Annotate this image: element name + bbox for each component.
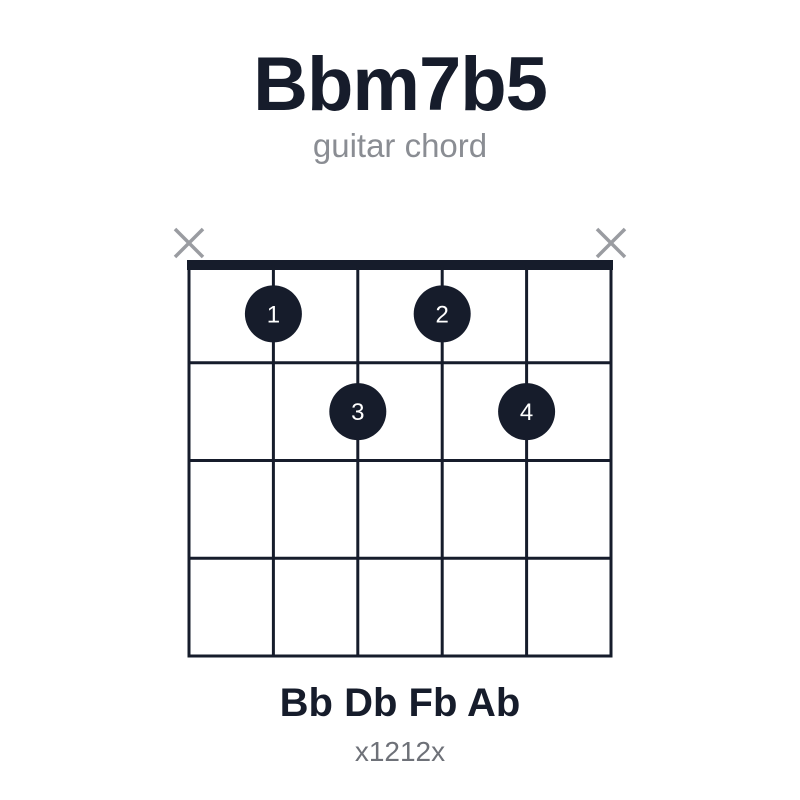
finger-dot-circle: [329, 383, 387, 441]
finger-number: 4: [520, 399, 533, 426]
finger-number: 1: [267, 301, 280, 328]
finger-dot: 3: [329, 383, 387, 441]
muted-string-icon: [173, 227, 205, 259]
finger-dot-circle: [498, 383, 556, 441]
chord-subtitle: guitar chord: [312, 127, 488, 164]
muted-string-icon: [595, 227, 627, 259]
chord-title: Bbm7b5: [253, 42, 548, 127]
finger-dot-circle: [413, 285, 471, 343]
muted-markers: [173, 227, 627, 259]
finger-number: 3: [351, 399, 364, 426]
finger-dot: 2: [413, 285, 471, 343]
chord-fingering: x1212x: [354, 736, 446, 767]
nut: [187, 260, 613, 270]
finger-dot-circle: [244, 285, 302, 343]
finger-dot: 4: [498, 383, 556, 441]
chord-notes: Bb Db Fb Ab: [279, 681, 521, 725]
finger-dot: 1: [244, 285, 302, 343]
finger-number: 2: [436, 301, 449, 328]
finger-dots: 1 2 3 4: [244, 285, 556, 441]
